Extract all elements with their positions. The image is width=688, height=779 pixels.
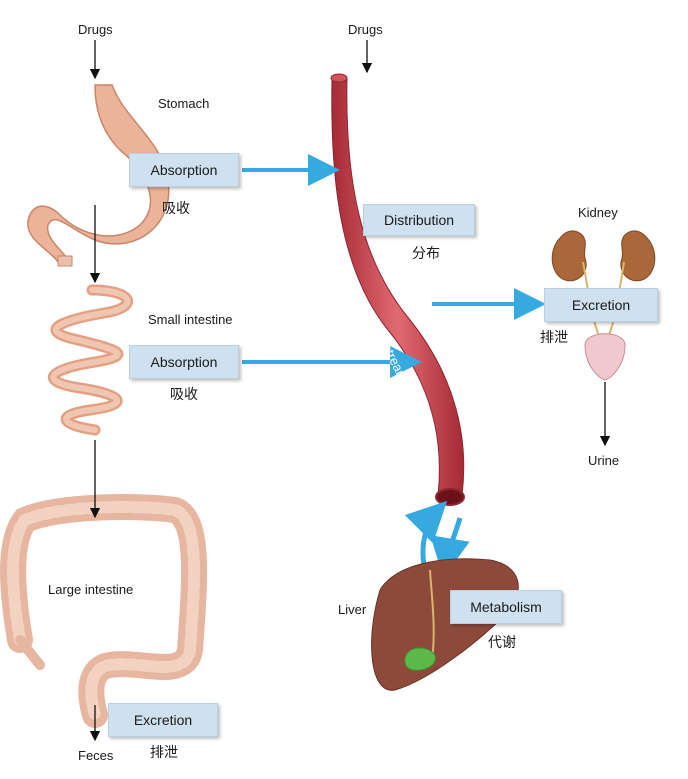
feces-label: Feces bbox=[78, 748, 114, 763]
large-intestine-illustration bbox=[0, 494, 208, 728]
arrow-liver-to-vessel bbox=[404, 500, 448, 566]
small-intestine-illustration bbox=[47, 284, 134, 436]
liver-label: Liver bbox=[338, 602, 367, 617]
distribution-box: Distribution bbox=[363, 204, 475, 236]
stomach-illustration bbox=[27, 84, 170, 267]
kidney-illustration bbox=[551, 230, 656, 381]
absorption-intestine-cn-label: 吸收 bbox=[170, 387, 198, 403]
bloodstream-vessel bbox=[330, 73, 465, 506]
metabolism-box: Metabolism bbox=[450, 590, 562, 624]
excretion-feces-cn-label: 排泄 bbox=[150, 745, 178, 761]
excretion-feces-label: Excretion bbox=[133, 712, 193, 728]
kidney-label: Kidney bbox=[578, 205, 618, 220]
liver-illustration bbox=[371, 558, 519, 691]
absorption-stomach-cn-label: 吸收 bbox=[162, 201, 190, 217]
small-intestine-label: Small intestine bbox=[148, 312, 233, 327]
urine-label: Urine bbox=[588, 453, 620, 468]
metabolism-cn-label: 代谢 bbox=[488, 635, 516, 651]
metabolism-label: Metabolism bbox=[470, 599, 542, 615]
excretion-kidney-box: Excretion bbox=[544, 288, 658, 322]
absorption-intestine-box: Absorption bbox=[129, 345, 239, 379]
excretion-feces-box: Excretion bbox=[108, 703, 218, 737]
stomach-label: Stomach bbox=[158, 96, 210, 111]
absorption-intestine-label: Absorption bbox=[150, 354, 218, 370]
large-intestine-label: Large intestine bbox=[48, 582, 134, 597]
excretion-kidney-cn-label: 排泄 bbox=[540, 330, 568, 346]
distribution-cn-label: 分布 bbox=[412, 246, 440, 262]
excretion-kidney-label: Excretion bbox=[571, 297, 631, 313]
absorption-stomach-label: Absorption bbox=[150, 162, 218, 178]
drugs-label-right: Drugs bbox=[348, 22, 383, 37]
distribution-label: Distribution bbox=[383, 212, 455, 228]
absorption-stomach-box: Absorption bbox=[129, 153, 239, 187]
drugs-label-left: Drugs bbox=[78, 22, 113, 37]
